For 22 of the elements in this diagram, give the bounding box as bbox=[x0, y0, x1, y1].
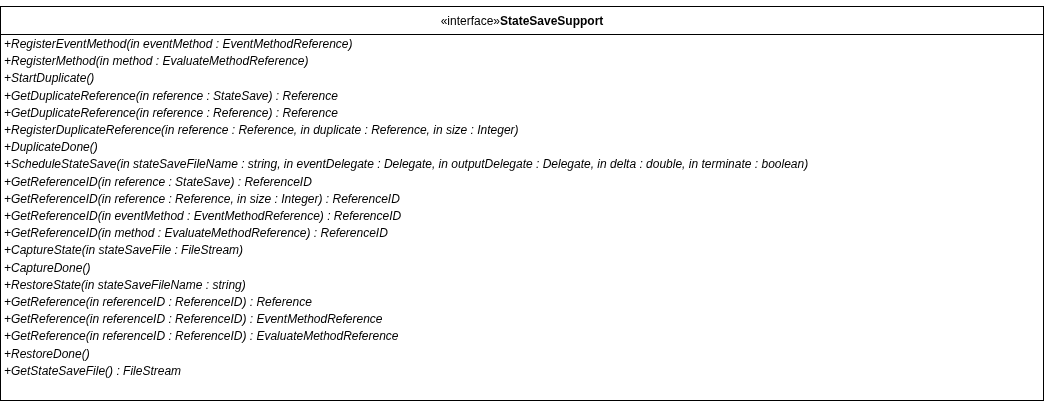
method-signature: +DuplicateDone() bbox=[4, 139, 98, 157]
method-signature: +GetStateSaveFile() : FileStream bbox=[4, 362, 182, 380]
method-signature: +CaptureDone() bbox=[4, 259, 91, 277]
method-signature: +GetReferenceID(in reference : StateSave) : ReferenceID bbox=[4, 173, 312, 191]
method-signature: +RestoreDone() bbox=[4, 345, 90, 363]
method-signature: +GetReferenceID(in reference : Reference, in size : Integer) : ReferenceID bbox=[4, 190, 400, 208]
method-signature: +GetReference(in referenceID : ReferenceID) : Reference bbox=[4, 294, 312, 312]
method-signature: +CaptureState(in stateSaveFile : FileStream) bbox=[4, 242, 244, 260]
method-signature: +GetReference(in referenceID : ReferenceID) : EvaluateMethodReference bbox=[4, 328, 399, 346]
method-signature: +RegisterDuplicateReference(in reference : Reference, in duplicate : Reference, in size : Integer) bbox=[4, 122, 519, 139]
method-signature: +ScheduleStateSave(in stateSaveFileName : string, in eventDelegate : Delegate, in outputDelegate : Delegate, in delta : double, in terminate : boolean) bbox=[4, 156, 809, 174]
method-signature: +GetReferenceID(in eventMethod : EventMethodReference) : ReferenceID bbox=[4, 208, 402, 226]
method-signature: +GetDuplicateReference(in reference : Reference) : Reference bbox=[4, 104, 338, 122]
method-signature: +RegisterEventMethod(in eventMethod : EventMethodReference) bbox=[4, 36, 353, 53]
class-name: «interface»StateSaveSupport bbox=[440, 13, 604, 28]
method-signature: +GetDuplicateReference(in reference : StateSave) : Reference bbox=[4, 87, 338, 105]
method-signature: +GetReferenceID(in method : EvaluateMethodReference) : ReferenceID bbox=[4, 225, 388, 243]
method-signature: +GetReference(in referenceID : ReferenceID) : EventMethodReference bbox=[4, 311, 383, 329]
method-signature: +RegisterMethod(in method : EvaluateMethodReference) bbox=[4, 53, 309, 71]
class-box bbox=[0, 6, 1044, 401]
method-signature: +StartDuplicate() bbox=[4, 70, 95, 88]
method-signature: +RestoreState(in stateSaveFileName : string) bbox=[4, 276, 246, 294]
